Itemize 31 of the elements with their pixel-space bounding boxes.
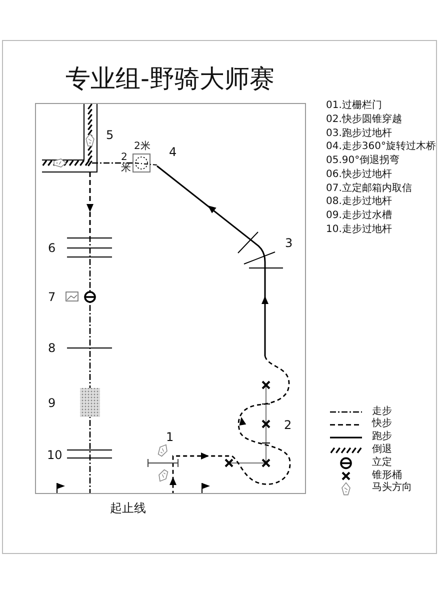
dimension-text: 2米 (134, 142, 150, 152)
legend-list-item: 04.走步360°旋转过木桥 (326, 142, 436, 152)
legend-label: 快步 (372, 419, 392, 430)
legend-label: 立定 (372, 458, 392, 468)
callout-number: 5 (106, 129, 114, 141)
callout-number: 2 (284, 419, 292, 431)
legend-list-item: 06.快步过地杆 (326, 170, 392, 180)
callout-number: 1 (166, 431, 174, 443)
callout-number: 10 (47, 449, 62, 461)
callout-number: 6 (48, 242, 56, 254)
title: 专业组-野骑大师赛 (64, 66, 276, 91)
legend-list-item: 05.90°倒退拐弯 (326, 156, 400, 166)
callout-number: 8 (48, 342, 56, 354)
legend-list-item: 07.立定邮箱内取信 (326, 184, 412, 194)
legend-label: 锥形桶 (372, 470, 402, 480)
callout-number: 7 (48, 291, 56, 303)
legend-label: 跑步 (372, 432, 392, 442)
callout-number: 3 (285, 237, 293, 249)
legend-list-item: 08.走步过地杆 (326, 197, 392, 207)
legend-list-item: 02.快步圆锥穿越 (326, 115, 402, 125)
legend-label: 倒退 (372, 444, 392, 455)
start-finish-label: 起止线 (110, 502, 146, 514)
legend-list-item: 03.跑步过地杆 (326, 129, 392, 139)
legend-list-item: 01.过栅栏门 (326, 101, 382, 111)
legend-list-item: 09.走步过水槽 (326, 211, 392, 221)
callout-number: 9 (48, 397, 56, 409)
legend-list-item: 10.走步过地杆 (326, 225, 392, 235)
callout-number: 4 (169, 146, 177, 158)
legend-label: 马头方向 (372, 483, 412, 494)
legend-label: 走步 (372, 406, 392, 416)
dimension-text: 2米 (121, 152, 131, 174)
